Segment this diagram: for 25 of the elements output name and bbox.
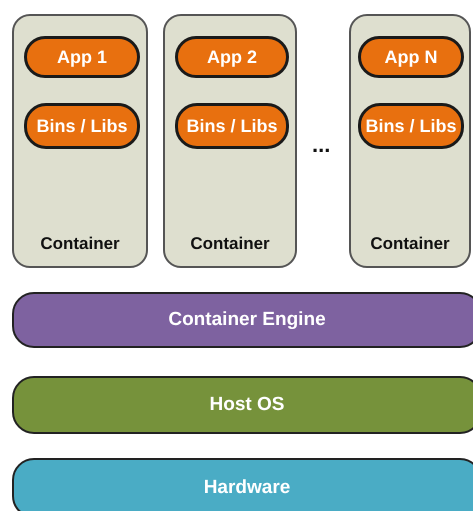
node-label: Container (370, 234, 450, 254)
node-label: App 2 (206, 46, 257, 68)
hardware-layer (12, 458, 473, 511)
app-pill (24, 36, 140, 78)
ellipsis-text: ... (312, 132, 330, 158)
library-pill (175, 103, 289, 149)
library-pill (358, 103, 464, 149)
node-label: App 1 (56, 46, 107, 68)
node-label: Host OS (210, 394, 284, 416)
container-box (12, 14, 148, 268)
library-pill (24, 103, 140, 149)
engine-layer (12, 292, 473, 348)
node-label: Bins / Libs (186, 116, 278, 136)
node-label: App N (384, 46, 438, 68)
node-label: Container Engine (168, 309, 326, 331)
container-box (163, 14, 297, 268)
node-label: Container (190, 234, 270, 254)
node-label: Bins / Libs (36, 116, 128, 136)
app-pill (175, 36, 289, 78)
os-layer (12, 376, 473, 434)
node-label: Bins / Libs (365, 116, 456, 136)
node-label: Container (40, 234, 120, 254)
app-pill (358, 36, 464, 78)
node-label: Hardware (204, 477, 290, 499)
container-box (349, 14, 471, 268)
